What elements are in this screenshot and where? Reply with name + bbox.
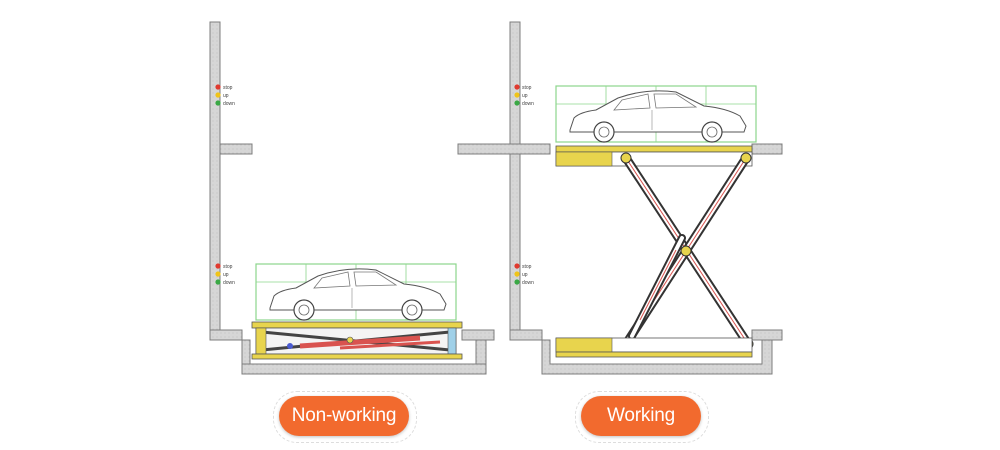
folded-scissor (255, 327, 457, 355)
ground-floor (209, 329, 243, 341)
down-light (215, 100, 221, 106)
label-halo (273, 391, 417, 443)
ground-floor (509, 329, 543, 341)
up-light (215, 92, 221, 98)
stop-light (215, 84, 221, 90)
svg-text:up: up (522, 272, 528, 278)
upper-floor-ledge-right (751, 143, 783, 155)
non-working-diagram: stop up down stop up down (209, 21, 495, 375)
svg-text:down: down (223, 280, 235, 286)
non-working-label: Non-working (279, 396, 409, 436)
stop-label: stop (223, 85, 233, 91)
svg-text:stop: stop (522, 85, 532, 91)
platform-base (251, 353, 463, 360)
signal-lights-upper: stop up down (215, 84, 235, 107)
up-label: up (223, 93, 229, 99)
upper-floor-ledge-left (457, 143, 551, 155)
raised-platform (555, 145, 753, 153)
svg-text:down: down (522, 280, 534, 286)
platform-top (251, 321, 463, 329)
signal-lights-lower: stop up down (215, 263, 235, 286)
wall (509, 21, 521, 341)
car-raised (555, 85, 757, 143)
svg-text:up: up (522, 93, 528, 99)
svg-text:stop: stop (223, 264, 233, 270)
working-diagram: stop up down stop up down (457, 21, 783, 375)
svg-text:down: down (522, 101, 534, 107)
car-lowered (255, 263, 457, 321)
upper-floor-ledge (219, 143, 253, 155)
label-halo (575, 391, 709, 443)
svg-text:up: up (223, 272, 229, 278)
signal-lights-lower: stop up down (514, 263, 534, 286)
working-label: Working (581, 396, 701, 436)
pit (541, 330, 773, 375)
svg-text:stop: stop (522, 264, 532, 270)
down-label: down (223, 101, 235, 107)
wall (209, 21, 221, 341)
signal-lights-upper: stop up down (514, 84, 534, 107)
scissor-arms (620, 152, 754, 350)
